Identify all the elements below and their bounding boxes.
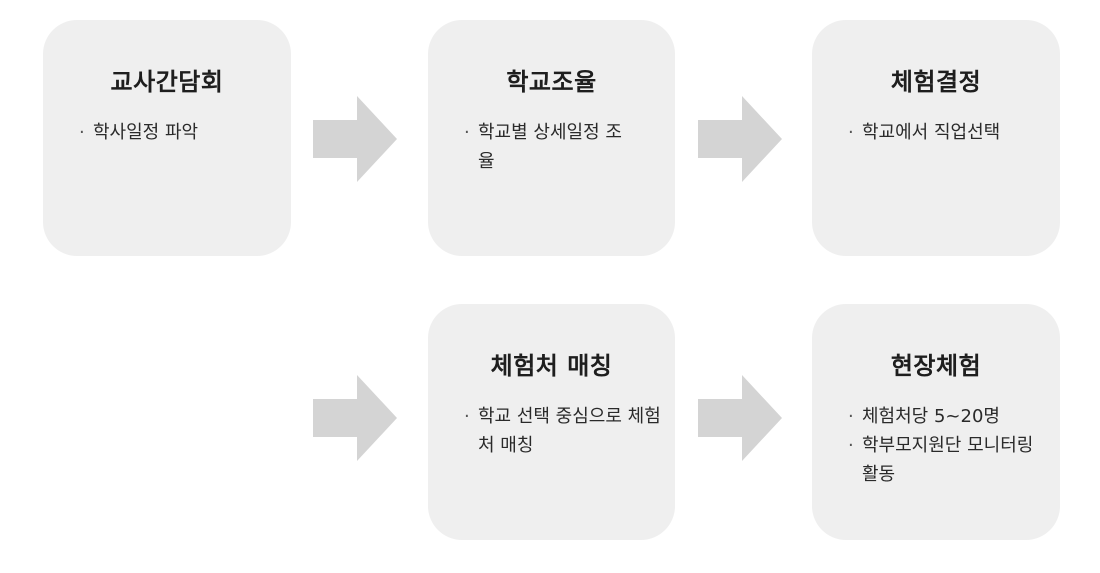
step-bullets: 체험처당 5~20명 학부모지원단 모니터링활동 — [848, 402, 1046, 489]
step-box-field-experience: 현장체험 체험처당 5~20명 학부모지원단 모니터링활동 — [812, 304, 1060, 540]
step-bullet: 학교 선택 중심으로 체험처 매칭 — [464, 402, 661, 460]
step-bullets: 학사일정 파악 — [79, 118, 277, 147]
step-bullet: 학교에서 직업선택 — [848, 118, 1046, 147]
right-arrow-icon — [313, 96, 397, 182]
step-title: 교사간담회 — [110, 68, 224, 96]
step-box-teacher-meeting: 교사간담회 학사일정 파악 — [43, 20, 291, 256]
step-bullet: 학사일정 파악 — [79, 118, 277, 147]
step-box-venue-matching: 체험처 매칭 학교 선택 중심으로 체험처 매칭 — [428, 304, 675, 540]
step-bullets: 학교에서 직업선택 — [848, 118, 1046, 147]
step-title: 체험처 매칭 — [490, 352, 613, 380]
step-bullet: 학교별 상세일정 조율 — [464, 118, 661, 176]
step-bullets: 학교 선택 중심으로 체험처 매칭 — [464, 402, 661, 460]
step-bullet: 학부모지원단 모니터링활동 — [848, 431, 1046, 489]
step-title: 학교조율 — [506, 68, 597, 96]
step-bullet: 체험처당 5~20명 — [848, 402, 1046, 431]
right-arrow-icon — [698, 375, 782, 461]
step-box-school-coordination: 학교조율 학교별 상세일정 조율 — [428, 20, 675, 256]
right-arrow-icon — [313, 375, 397, 461]
step-bullets: 학교별 상세일정 조율 — [464, 118, 661, 176]
step-title: 현장체험 — [890, 352, 982, 380]
right-arrow-icon — [698, 96, 782, 182]
step-box-experience-decision: 체험결정 학교에서 직업선택 — [812, 20, 1060, 256]
step-title: 체험결정 — [890, 68, 982, 96]
